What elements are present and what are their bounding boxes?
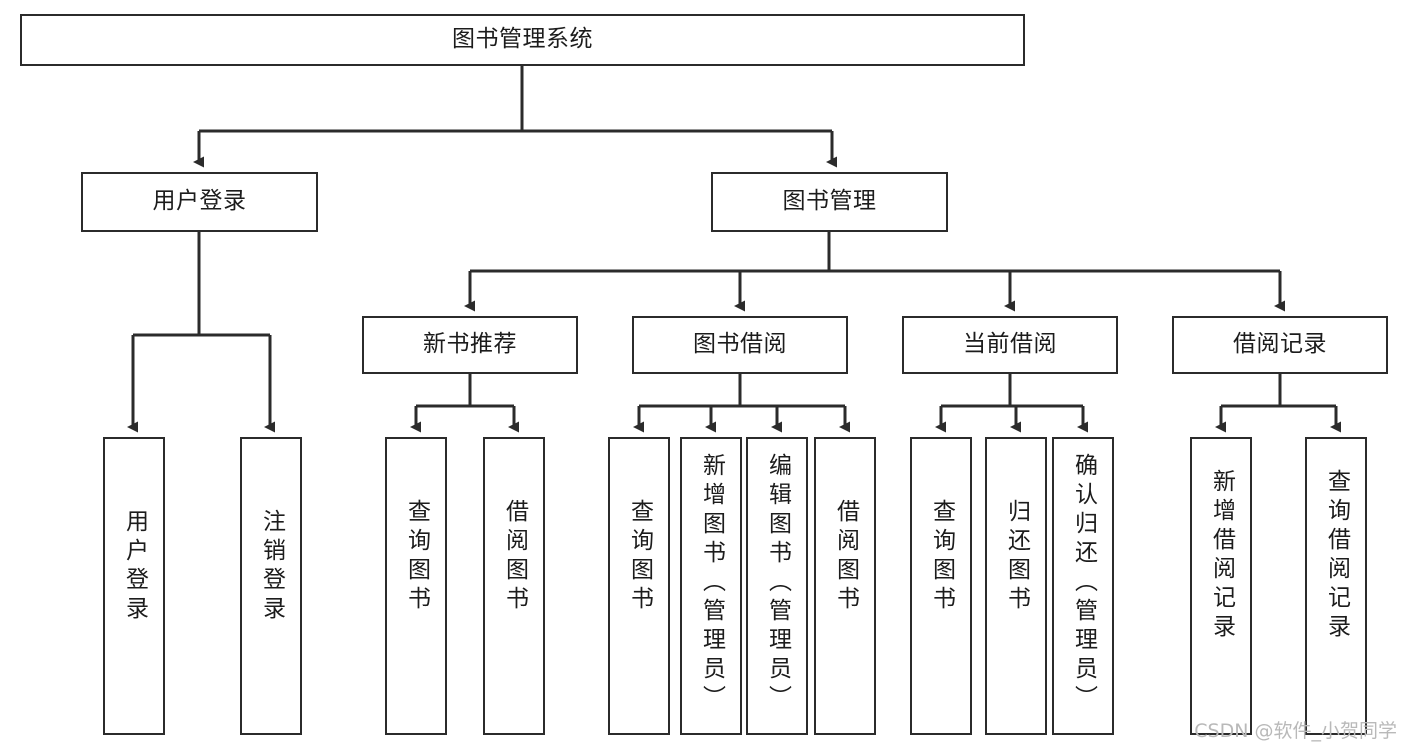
node-leaf-borrow-book-borrow[interactable]: 借阅图书: [814, 437, 876, 735]
node-borrow-record[interactable]: 借阅记录: [1172, 316, 1388, 374]
node-leaf-add-book-admin[interactable]: 新增图书（管理员）: [680, 437, 742, 735]
node-label: 编辑图书（管理员）: [764, 453, 791, 714]
node-label: 借阅图书: [501, 499, 528, 615]
node-book-manage[interactable]: 图书管理: [711, 172, 948, 232]
node-label: 查询图书: [928, 499, 955, 615]
vertical-text-wrap: 查询图书: [387, 447, 445, 747]
node-leaf-query-book-current[interactable]: 查询图书: [910, 437, 972, 735]
node-label: 确认归还（管理员）: [1070, 453, 1097, 714]
node-leaf-logout[interactable]: 注销登录: [240, 437, 302, 735]
node-label: 新增图书（管理员）: [698, 453, 725, 714]
node-leaf-edit-book-admin[interactable]: 编辑图书（管理员）: [746, 437, 808, 735]
node-label: 用户登录: [152, 188, 247, 215]
vertical-text-wrap: 注销登录: [242, 447, 300, 747]
node-label: 图书借阅: [693, 331, 787, 358]
node-label: 新书推荐: [423, 331, 517, 358]
node-leaf-user-login[interactable]: 用户登录: [103, 437, 165, 735]
node-leaf-add-borrow-record[interactable]: 新增借阅记录: [1190, 437, 1252, 735]
vertical-text-wrap: 新增图书（管理员）: [682, 447, 740, 739]
node-leaf-query-book-recommend[interactable]: 查询图书: [385, 437, 447, 735]
node-new-book-recommend[interactable]: 新书推荐: [362, 316, 578, 374]
node-label: 当前借阅: [963, 331, 1057, 358]
node-label: 查询借阅记录: [1323, 469, 1350, 643]
node-label: 借阅图书: [832, 499, 859, 615]
vertical-text-wrap: 查询图书: [912, 447, 970, 747]
node-label: 图书管理: [782, 188, 877, 215]
vertical-text-wrap: 归还图书: [987, 447, 1045, 747]
node-label: 用户登录: [121, 509, 148, 625]
vertical-text-wrap: 查询借阅记录: [1307, 447, 1365, 747]
node-label: 归还图书: [1003, 499, 1030, 615]
node-label: 查询图书: [403, 499, 430, 615]
vertical-text-wrap: 新增借阅记录: [1192, 447, 1250, 747]
node-root-system[interactable]: 图书管理系统: [20, 14, 1025, 66]
node-leaf-query-book-borrow[interactable]: 查询图书: [608, 437, 670, 735]
node-label: 新增借阅记录: [1208, 469, 1235, 643]
node-leaf-confirm-return-admin[interactable]: 确认归还（管理员）: [1052, 437, 1114, 735]
node-user-login[interactable]: 用户登录: [81, 172, 318, 232]
node-label: 图书管理系统: [452, 26, 593, 53]
vertical-text-wrap: 用户登录: [105, 447, 163, 747]
node-label: 注销登录: [258, 509, 285, 625]
vertical-text-wrap: 确认归还（管理员）: [1054, 447, 1112, 739]
node-leaf-return-book[interactable]: 归还图书: [985, 437, 1047, 735]
vertical-text-wrap: 编辑图书（管理员）: [748, 447, 806, 739]
vertical-text-wrap: 借阅图书: [485, 447, 543, 747]
node-label: 借阅记录: [1233, 331, 1327, 358]
node-leaf-query-borrow-record[interactable]: 查询借阅记录: [1305, 437, 1367, 735]
node-current-borrow[interactable]: 当前借阅: [902, 316, 1118, 374]
vertical-text-wrap: 借阅图书: [816, 447, 874, 747]
node-label: 查询图书: [626, 499, 653, 615]
csdn-watermark: CSDN @软件_小贺同学: [1194, 720, 1397, 742]
node-leaf-borrow-book-recommend[interactable]: 借阅图书: [483, 437, 545, 735]
node-book-borrow[interactable]: 图书借阅: [632, 316, 848, 374]
vertical-text-wrap: 查询图书: [610, 447, 668, 747]
